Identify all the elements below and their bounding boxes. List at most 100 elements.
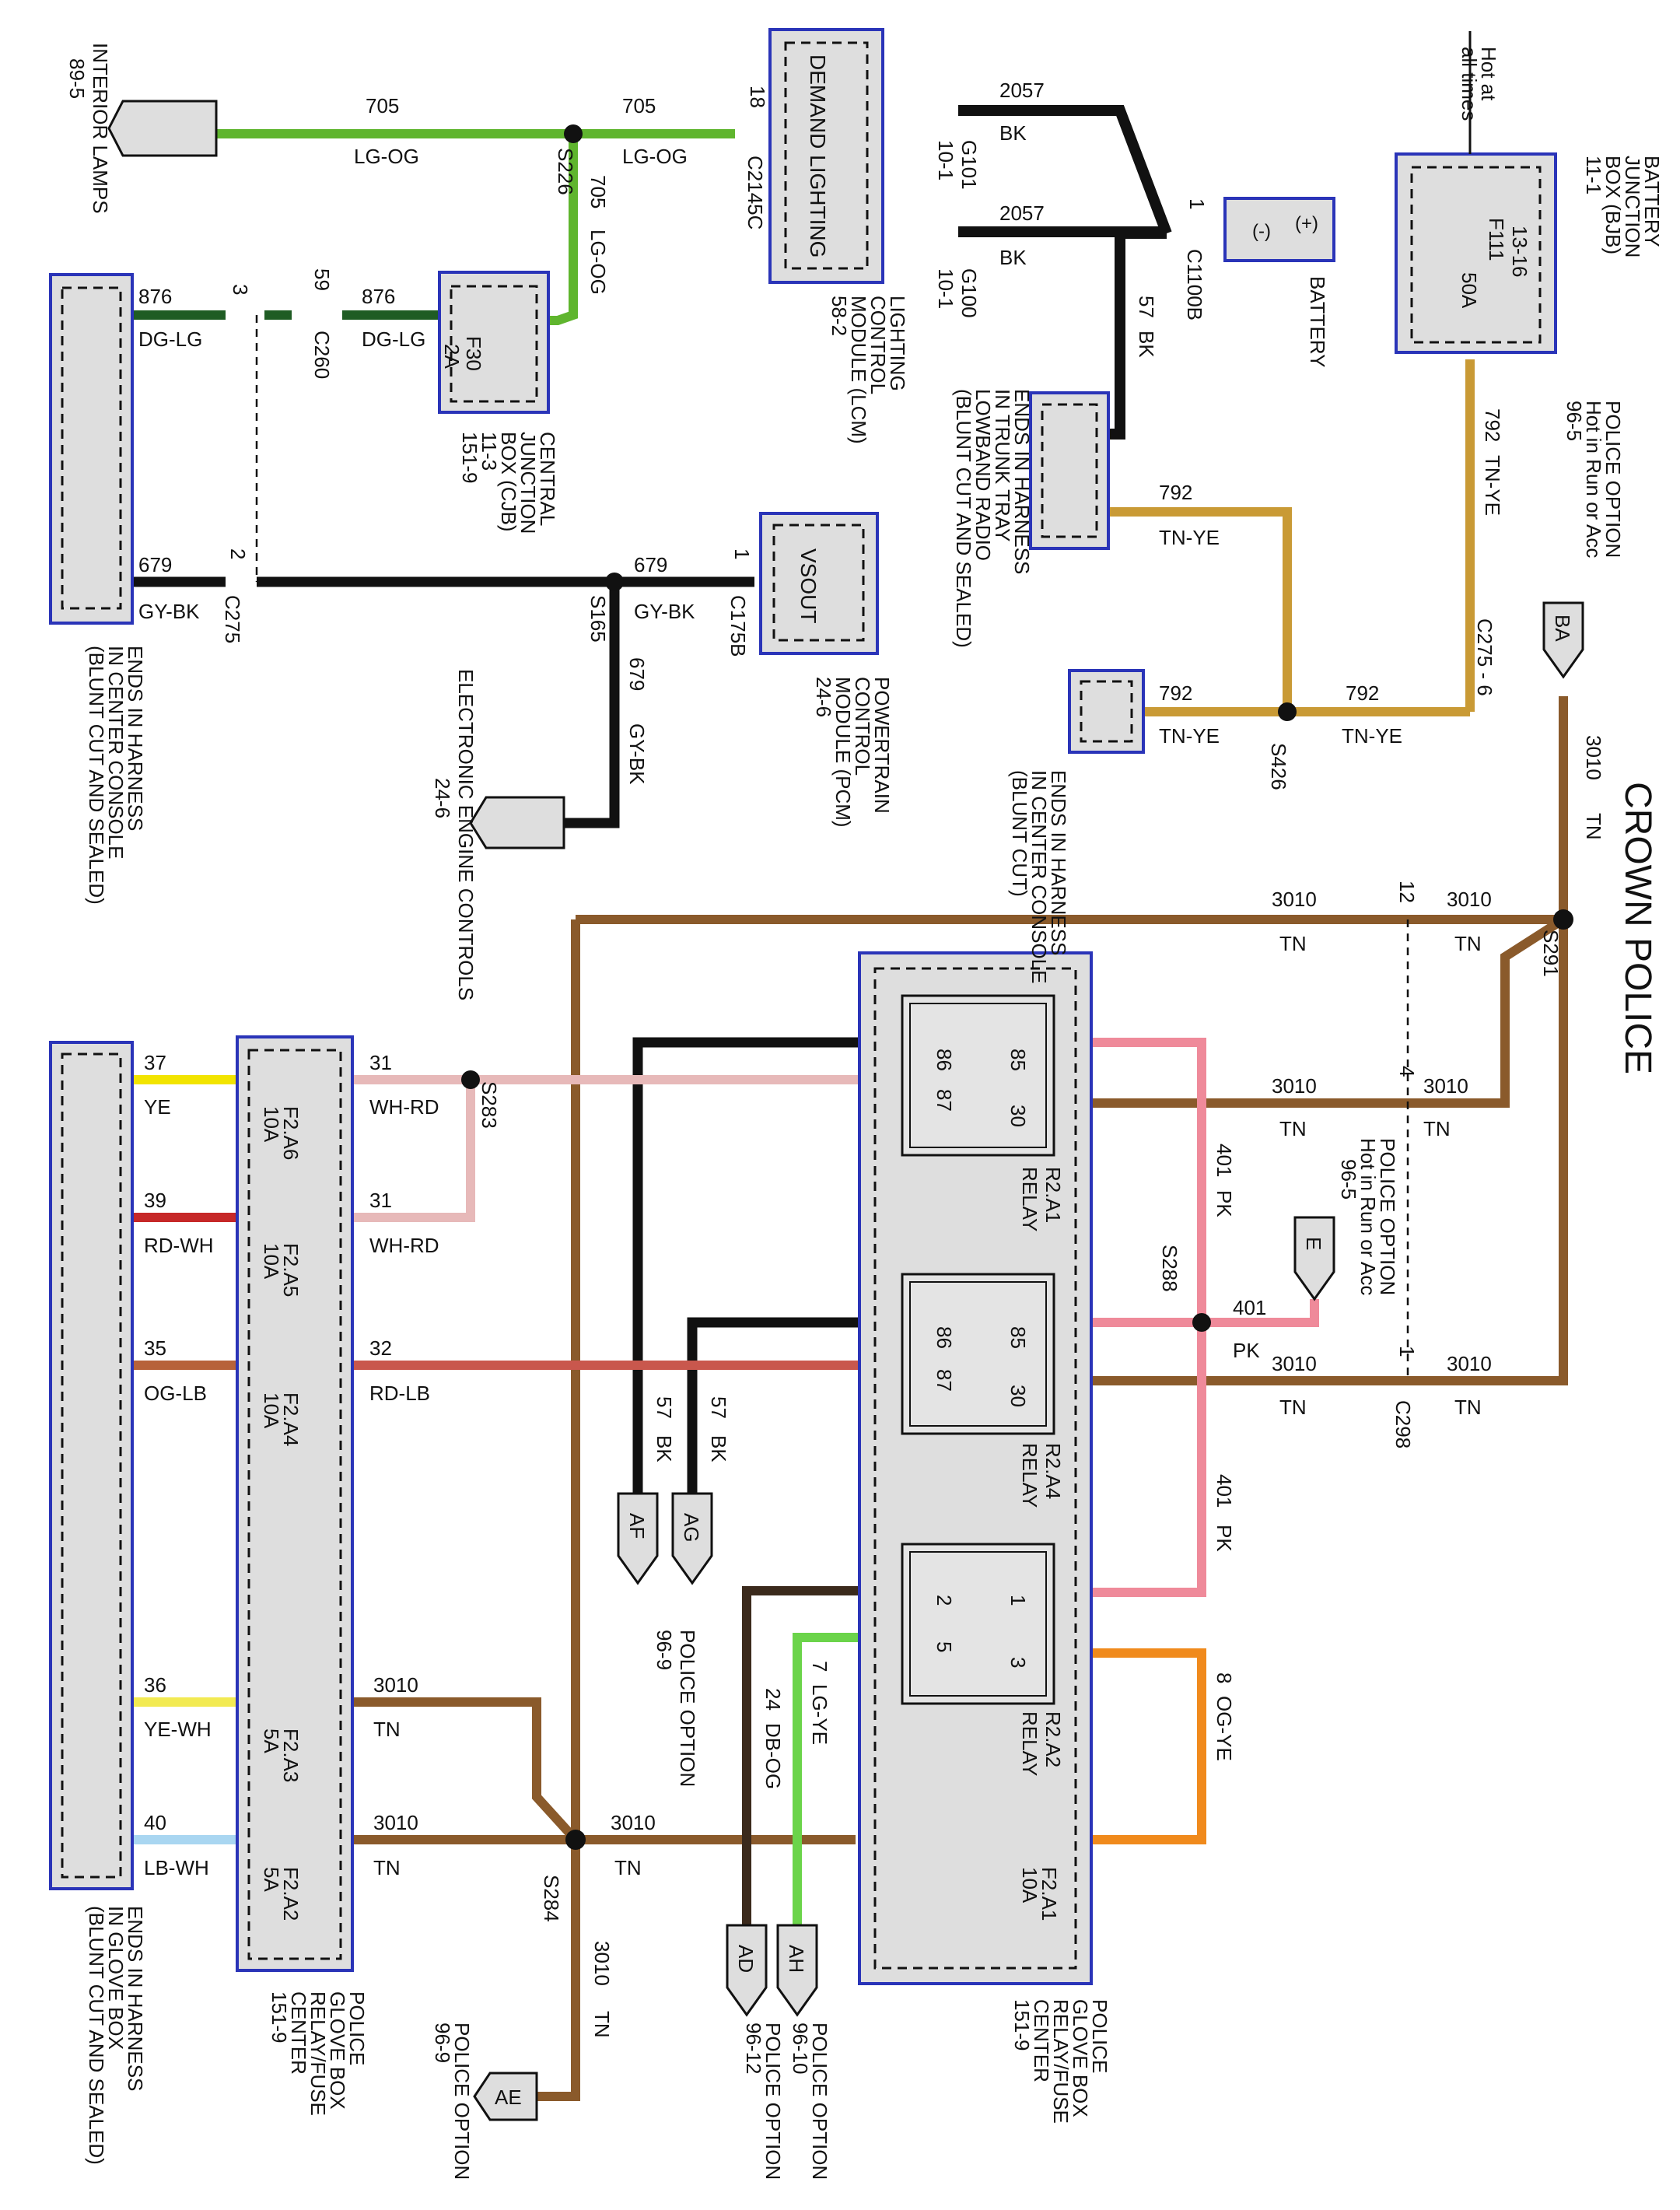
wire-3010-c8: TN — [373, 1856, 401, 1879]
wire-3010-n4: 3010 — [1272, 1074, 1317, 1098]
fuse-f2a2-rating: 5A — [260, 1867, 283, 1892]
connector-c275-6: C275 - 6 — [1473, 618, 1496, 696]
wire-3010-c3: TN — [1423, 1117, 1451, 1140]
wire-7-label: 7 — [808, 1661, 831, 1672]
tag-ad — [726, 1924, 768, 2017]
splice-s426 — [1278, 702, 1297, 721]
wire-24-label: 24 — [761, 1688, 785, 1711]
hot-at-2: all times — [1458, 47, 1481, 121]
r2a2-pin-5: 5 — [933, 1641, 956, 1652]
glove-center-2: GLOVE BOX — [1069, 1999, 1092, 2117]
r2a2-pin-3: 3 — [1006, 1657, 1030, 1668]
relay-r2a4 — [901, 1273, 1055, 1435]
wire-876-number-b: 876 — [362, 285, 395, 308]
fuse-f2a4: F2.A4 — [279, 1392, 303, 1446]
wire-876-color: DG-LG — [138, 327, 202, 351]
glove-fuse-2: GLOVE BOX — [326, 1991, 349, 2110]
wire-679-color-b: GY-BK — [634, 600, 695, 623]
wire-3010-c2: TN — [1279, 932, 1307, 955]
glove-fuse-5: 151-9 — [268, 1991, 291, 2044]
r2a1-pin-86: 86 — [933, 1049, 956, 1071]
wire-3010-tn — [346, 696, 1568, 2101]
wire-679-color-c: GY-BK — [625, 723, 649, 785]
glove-fuse-4: CENTER — [287, 1991, 310, 2075]
r2a1-pin-87: 87 — [933, 1089, 956, 1112]
wire-39-number: 39 — [144, 1189, 166, 1212]
pcm-name-1: POWERTRAIN — [870, 677, 894, 814]
tag-eec — [469, 796, 565, 849]
ground-g101: G101 — [957, 140, 981, 190]
lcm-name-4: 58-2 — [828, 296, 851, 336]
tag-interior-lamps — [107, 100, 218, 157]
wire-705-color: LG-OG — [354, 145, 419, 168]
wire-792-number: 792 — [1159, 481, 1192, 504]
glove-fuse-3: RELAY/FUSE — [306, 1991, 330, 2116]
wire-679-number: 679 — [138, 553, 172, 576]
splice-s291-label: S291 — [1539, 930, 1563, 977]
fuse-f2a5-rating: 10A — [260, 1243, 283, 1280]
relay-r2a4-sub: RELAY — [1018, 1443, 1041, 1508]
lcm-inner-label: DEMAND LIGHTING — [806, 54, 830, 257]
wire-32-number: 32 — [369, 1336, 392, 1360]
pin-1c: 1 — [1395, 1346, 1419, 1357]
tag-ag-label: AG — [680, 1513, 703, 1543]
wire-24-color: DB-OG — [761, 1723, 785, 1789]
fuse-f2a3-rating: 5A — [260, 1728, 283, 1753]
battery-plus: (+) — [1295, 213, 1318, 234]
splice-s226-label: S226 — [554, 148, 577, 195]
r2a1-pin-85: 85 — [1006, 1049, 1030, 1071]
wire-3010-n6: 3010 — [1272, 1352, 1317, 1375]
police-opt-e-3: 96-5 — [1337, 1159, 1360, 1200]
cjb-name-4: 11-3 — [478, 432, 501, 471]
vsout-label: VSOUT — [796, 548, 821, 623]
wire-2057-color-b: BK — [999, 246, 1027, 269]
tag-e-label: E — [1302, 1237, 1325, 1250]
fuse-f2a1: F2.A1 — [1038, 1867, 1061, 1921]
wire-35-number: 35 — [144, 1336, 166, 1360]
wire-8-color: OG-YE — [1213, 1696, 1236, 1761]
splice-s165-label: S165 — [586, 595, 610, 643]
wire-679-color: GY-BK — [138, 600, 200, 623]
tag-ah — [776, 1924, 818, 2017]
police-opt-ae-a: POLICE OPTION — [450, 2023, 474, 2180]
ends-center-console-left-box — [49, 273, 134, 625]
connector-c298: C298 — [1391, 1400, 1415, 1448]
hot-at-1: Hot at — [1477, 47, 1500, 101]
r2a4-pin-30: 30 — [1006, 1385, 1030, 1407]
lcm-name-2: CONTROL — [866, 296, 890, 394]
relay-r2a1-sub: RELAY — [1018, 1167, 1041, 1231]
relay-r2a1 — [901, 994, 1055, 1157]
battery-label: BATTERY — [1306, 276, 1329, 368]
pcm-name-3: MODULE (PCM) — [831, 677, 855, 828]
splice-s288 — [1192, 1313, 1211, 1332]
wire-3010-n1: 3010 — [1447, 888, 1492, 911]
splice-s283-label: S283 — [478, 1081, 501, 1129]
fuse-f111-rating: 50A — [1458, 272, 1481, 309]
connector-c175b: C175B — [726, 595, 750, 657]
fuse-f111-pins: 13-16 — [1508, 226, 1531, 278]
wire-32-color: RD-LB — [369, 1382, 430, 1405]
wire-3010-c1: TN — [1454, 932, 1482, 955]
wire-31-color-b: WH-RD — [369, 1234, 439, 1257]
wire-401-color-b: PK — [1213, 1190, 1236, 1217]
pcm-name-2: CONTROL — [851, 677, 874, 776]
wire-31-number: 31 — [369, 1051, 392, 1074]
tag-af — [617, 1492, 659, 1585]
wire-705-number: 705 — [366, 94, 399, 117]
glove-center-1: POLICE — [1088, 1999, 1111, 2073]
wire-792-color-d: TN-YE — [1481, 455, 1504, 516]
wire-40-number: 40 — [144, 1811, 166, 1834]
wire-705-color-c: LG-OG — [586, 229, 610, 295]
fuse-f2a5: F2.A5 — [279, 1243, 303, 1297]
wire-679-number-c: 679 — [625, 657, 649, 691]
police-opt-ae-b: 96-9 — [431, 2023, 454, 2063]
glove-fuse-center-box — [236, 1035, 354, 1972]
wire-8-label: 8 — [1213, 1672, 1236, 1683]
tag-ba — [1542, 601, 1584, 679]
battery-box — [1223, 197, 1335, 262]
wire-35-color: OG-LB — [144, 1382, 207, 1405]
wire-7-color: LG-YE — [808, 1684, 831, 1745]
bjb-name-2: JUNCTION — [1621, 156, 1644, 257]
tag-af-label: AF — [625, 1513, 649, 1539]
